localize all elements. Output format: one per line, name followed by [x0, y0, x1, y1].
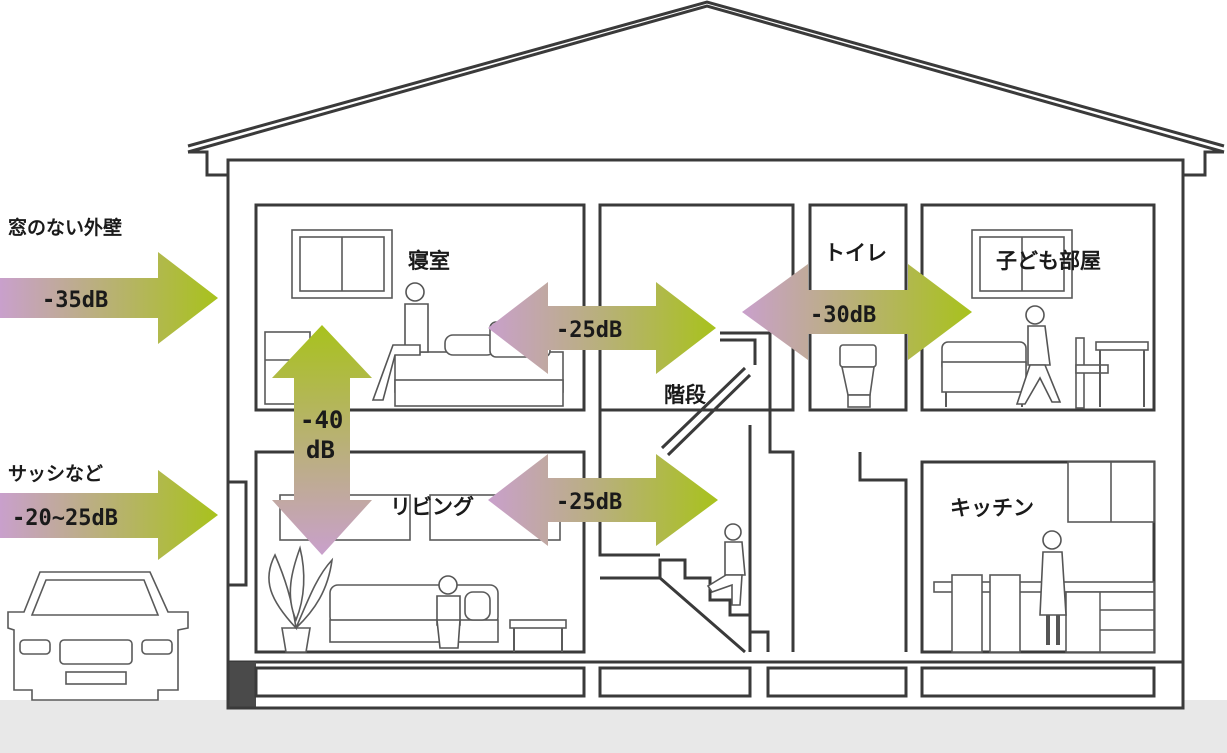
- room-label-kids: 子ども部屋: [996, 249, 1101, 273]
- car-icon: [7, 571, 189, 701]
- room-label-kitchen: キッチン: [950, 496, 1034, 520]
- plant-icon: [268, 545, 334, 653]
- window-icon: [291, 229, 393, 299]
- person-icon: [1039, 530, 1067, 645]
- cabinet-icon: [1067, 461, 1155, 523]
- chair-icon: [951, 574, 1021, 653]
- sofa-icon: [329, 584, 499, 643]
- toilet-icon: [839, 344, 877, 408]
- toilet-kids-arrow: [742, 264, 972, 360]
- bedroom-stairs-arrow: [488, 282, 716, 374]
- toilet-kids-db: -30dB: [810, 303, 876, 328]
- kitchen-room: [920, 460, 1156, 654]
- person-icon: [1015, 305, 1062, 405]
- exterior-sash-arrow: [0, 470, 218, 560]
- chair-icon: [1075, 337, 1109, 409]
- window-icon: [971, 229, 1073, 299]
- room-label-stairs: 階段: [664, 383, 706, 407]
- exterior-sash-db: -20~25dB: [12, 506, 118, 531]
- living-stairs-arrow: [488, 454, 718, 546]
- staircase: [600, 331, 772, 654]
- room-label-toilet: トイレ: [824, 241, 887, 265]
- exterior-wall-db: -35dB: [42, 288, 108, 313]
- room-label-living: リビング: [390, 495, 474, 519]
- sofa-icon: [941, 341, 1027, 407]
- foundation: [226, 660, 1185, 710]
- floor-arrow: [272, 325, 372, 555]
- person-icon: [706, 523, 746, 606]
- exterior-wall-label: 窓のない外壁: [8, 216, 122, 239]
- living-stairs-db: -25dB: [556, 490, 622, 515]
- floor-db-line2: dB: [306, 436, 335, 464]
- exterior-wall-arrow: [0, 252, 218, 344]
- table-icon: [1095, 341, 1149, 407]
- roof: [187, 0, 1225, 177]
- living-room: [254, 450, 586, 654]
- exterior-sash-label: サッシなど: [8, 463, 103, 485]
- bedroom-stairs-db: -25dB: [556, 318, 622, 343]
- table-icon: [509, 619, 567, 652]
- person-icon: [371, 282, 429, 401]
- floor-db-line1: -40: [300, 406, 343, 434]
- foundation-dark: [228, 662, 256, 708]
- person-icon: [436, 575, 461, 649]
- room-label-bedroom: 寝室: [408, 249, 450, 273]
